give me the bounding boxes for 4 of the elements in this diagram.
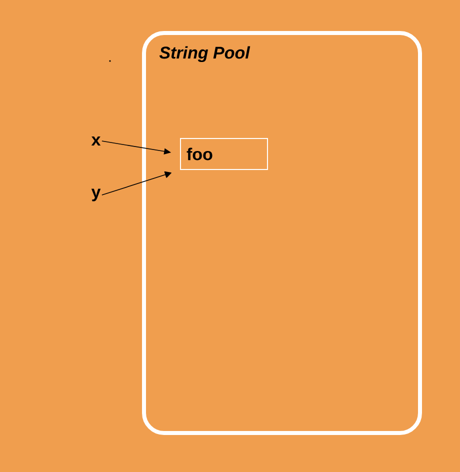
variable-label: y <box>91 188 101 202</box>
variable-label: x <box>91 136 101 146</box>
string-box: foo <box>180 138 268 170</box>
arrow <box>102 171 172 196</box>
